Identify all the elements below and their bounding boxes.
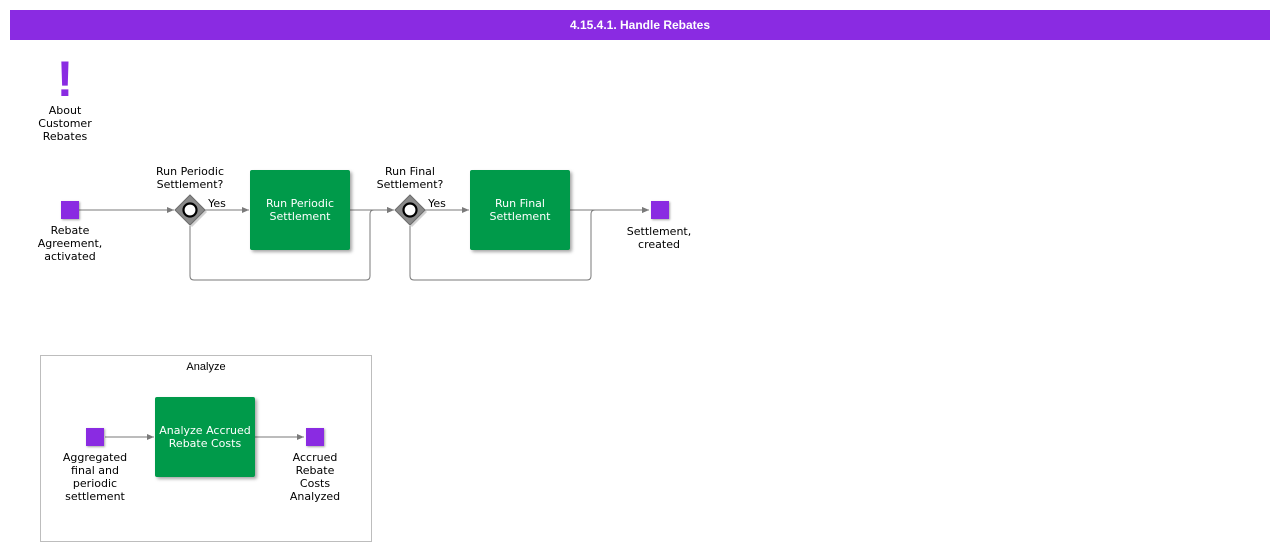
gateway-periodic-question: Run Periodic Settlement? [156, 165, 224, 191]
analyze-start-event[interactable] [86, 428, 104, 446]
task-run-periodic-settlement[interactable]: Run Periodic Settlement [250, 170, 350, 250]
analyze-end-event-label: Accrued Rebate Costs Analyzed [289, 451, 341, 503]
gateway-final-question: Run Final Settlement? [376, 165, 444, 191]
end-event[interactable] [651, 201, 669, 219]
analyze-start-event-label: Aggregated final and periodic settlement [62, 451, 128, 503]
analyze-end-event[interactable] [306, 428, 324, 446]
group-analyze-title: Analyze [186, 361, 226, 373]
start-event[interactable] [61, 201, 79, 219]
gateway-final [394, 194, 427, 227]
end-event-label: Settlement, created [626, 225, 692, 251]
task-run-final-settlement[interactable]: Run Final Settlement [470, 170, 570, 250]
flow-gateway2-bypass [409, 207, 649, 281]
gateway-final-yes: Yes [428, 197, 446, 210]
start-event-label: Rebate Agreement, activated [37, 224, 103, 263]
exclamation-icon[interactable]: ! [56, 51, 74, 107]
group-analyze: Analyze [40, 355, 372, 542]
gateway-periodic-yes: Yes [208, 197, 226, 210]
gateway-periodic [174, 194, 207, 227]
note-label: About Customer Rebates [38, 104, 92, 143]
task-analyze-accrued-rebate-costs[interactable]: Analyze Accrued Rebate Costs [155, 397, 255, 477]
flow-gateway1-bypass [189, 207, 394, 281]
diagram-title: 4.15.4.1. Handle Rebates [10, 10, 1270, 40]
